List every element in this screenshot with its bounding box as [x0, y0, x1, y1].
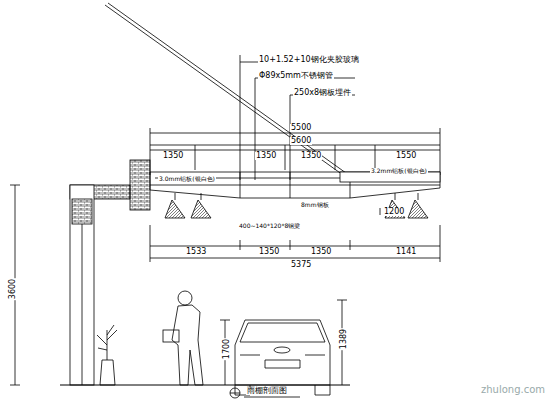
dimension-label: 3.2mm铝板(银白色) — [370, 168, 428, 174]
dimension-label: 5375 — [290, 261, 312, 269]
dimension-label: 1350 — [255, 152, 277, 160]
dimension-label: 1350 — [162, 152, 184, 160]
dimension-label: Φ89x5mm不锈钢管 — [258, 72, 334, 80]
dimension-label: 1141 — [395, 248, 417, 256]
dimension-label: 250x8钢板埋件 — [293, 89, 352, 97]
dimension-label: 1550 — [395, 152, 417, 160]
dimension-label: 10+1.52+10钢化夹胶玻璃 — [258, 56, 360, 64]
dimension-label: 3.0mm铝板(银白色) — [158, 176, 216, 182]
dimension-label: 1350 — [258, 248, 280, 256]
dimension-label: 1389 — [340, 328, 348, 350]
watermark: zhulong.com — [480, 385, 546, 395]
dimension-label: 1350 — [310, 248, 332, 256]
dimension-label: 1350 — [300, 152, 322, 160]
dimension-label: 雨棚剖面图 — [246, 387, 288, 395]
dimension-label: 8mm钢板 — [300, 202, 330, 208]
dimension-label: 400~140*120*8钢梁 — [238, 223, 301, 229]
dimension-label: 3600 — [9, 278, 17, 300]
dimension-label: 1533 — [185, 248, 207, 256]
dimension-label: 1700 — [223, 338, 231, 360]
dimension-label: 5500 — [290, 124, 312, 132]
dimension-label: 5600 — [290, 137, 312, 145]
dimension-label: 1200 — [383, 208, 405, 216]
